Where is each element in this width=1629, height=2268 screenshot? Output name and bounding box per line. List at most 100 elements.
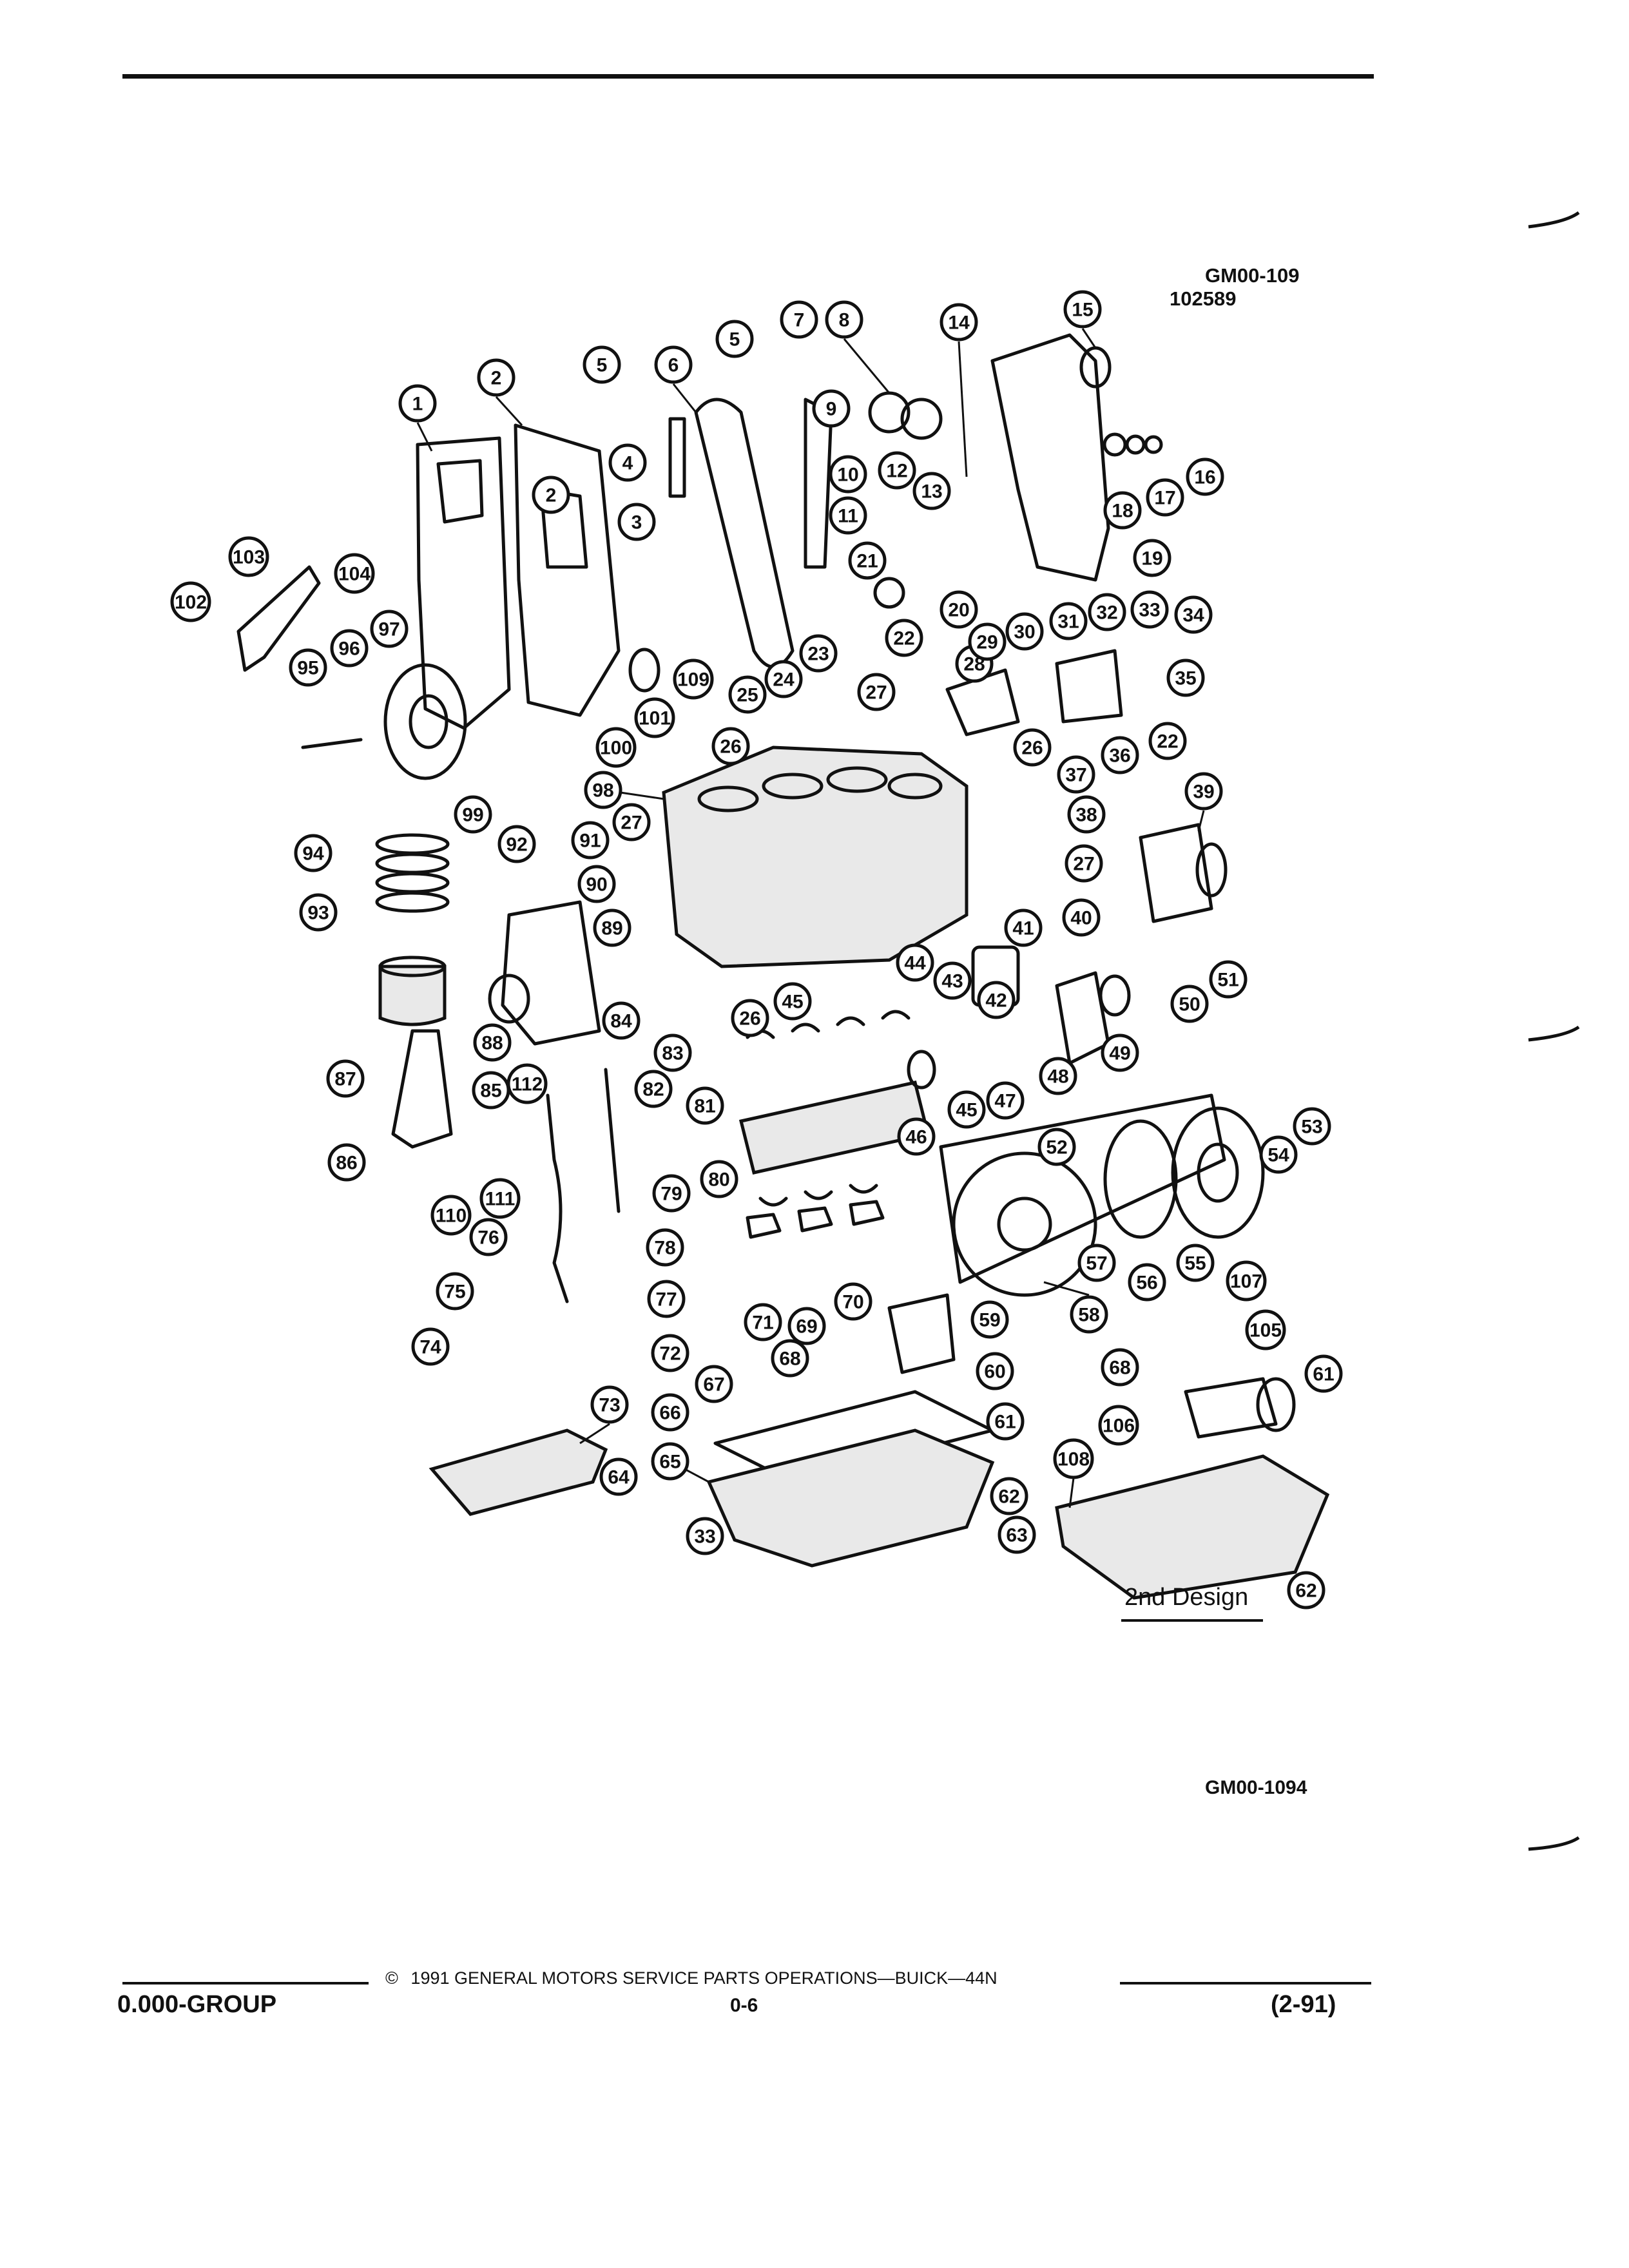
callout-circle [834, 1282, 872, 1321]
callout-circle [327, 1143, 366, 1182]
callout-16: 16 [1186, 457, 1224, 496]
callout-43: 43 [933, 961, 972, 1000]
callout-number: 64 [608, 1467, 630, 1488]
oil-pump-body [887, 1293, 956, 1374]
callout-circle [1077, 1244, 1116, 1282]
main-bearing-upper [791, 1023, 820, 1033]
callout-number: 27 [865, 682, 887, 704]
oil-pump-pulley [488, 974, 530, 1024]
copyright-symbol: © [385, 1968, 398, 1988]
callout-number: 44 [904, 953, 926, 974]
callout-34: 34 [1174, 595, 1213, 634]
callout-circle [848, 541, 887, 580]
callout-circle [1133, 539, 1171, 577]
callout-47: 47 [986, 1081, 1025, 1120]
copyright-text: 1991 GENERAL MOTORS SERVICE PARTS OPERAT… [410, 1968, 998, 1988]
callout-circle [998, 1515, 1036, 1554]
callout-circle [1184, 772, 1223, 811]
callout-number: 68 [1109, 1358, 1130, 1379]
callout-number: 62 [1295, 1581, 1316, 1602]
callout-number: 47 [994, 1091, 1016, 1112]
callout-7: 7 [780, 300, 818, 339]
callout-106: 106 [1098, 1405, 1139, 1446]
callout-number: 70 [842, 1292, 863, 1313]
pulley-bolt [301, 738, 363, 749]
callout-circle [686, 1517, 724, 1555]
callout-27: 27 [612, 803, 651, 841]
callout-number: 13 [921, 481, 942, 503]
callout-number: 6 [668, 355, 679, 376]
callout-39: 39 [1184, 772, 1223, 811]
callout-number: 22 [893, 628, 914, 649]
callout-69: 69 [787, 1307, 826, 1345]
callout-82: 82 [634, 1070, 673, 1108]
engine-block [662, 745, 969, 968]
callout-number: 106 [1103, 1416, 1135, 1437]
callout-number: 26 [720, 736, 741, 758]
callout-circle [977, 981, 1016, 1019]
callout-86: 86 [327, 1143, 366, 1182]
bearing-cap [746, 1213, 782, 1239]
callout-number: 36 [1109, 745, 1130, 767]
callout-number: 4 [622, 453, 633, 474]
callout-number: 58 [1078, 1305, 1099, 1326]
callout-number: 7 [794, 310, 805, 331]
callout-circle [695, 1365, 733, 1403]
callout-41: 41 [1004, 908, 1043, 947]
oil-pickup-tube [546, 1093, 569, 1303]
seal-ring-17 [1125, 434, 1146, 455]
callout-52: 52 [1037, 1128, 1076, 1166]
callout-number: 75 [444, 1282, 465, 1303]
callout-circle [885, 619, 923, 657]
callout-number: 9 [826, 399, 837, 420]
callout-66: 66 [651, 1393, 689, 1432]
callout-number: 40 [1070, 908, 1092, 929]
callout-45: 45 [947, 1090, 986, 1129]
callout-105: 105 [1245, 1309, 1286, 1350]
callout-circle [608, 443, 647, 482]
figure-date-code: 102589 [1170, 287, 1237, 310]
timing-case [990, 333, 1110, 582]
callout-56: 56 [1128, 1263, 1166, 1302]
callout-99: 99 [454, 795, 492, 834]
callout-circle [986, 1081, 1025, 1120]
callout-68: 68 [1101, 1348, 1139, 1387]
callout-number: 35 [1175, 668, 1196, 689]
callout-number: 56 [1136, 1273, 1157, 1294]
callout-number: 83 [662, 1043, 683, 1064]
callout-circle [577, 865, 616, 903]
callout-61: 61 [1304, 1354, 1343, 1393]
callout-circle [829, 455, 867, 494]
callout-circle [436, 1272, 474, 1311]
callout-circle [787, 1307, 826, 1345]
cam-sprocket-right [900, 398, 943, 440]
callout-32: 32 [1088, 593, 1126, 631]
callout-number: 50 [1179, 994, 1200, 1015]
callout-104: 104 [334, 553, 375, 594]
leader [1043, 1281, 1090, 1296]
pressure-plate-center [1197, 1142, 1239, 1203]
callout-13: 13 [912, 472, 951, 510]
figure-id-top: GM00-109 [1205, 264, 1300, 287]
callout-50: 50 [1170, 985, 1209, 1023]
callout-80: 80 [700, 1160, 738, 1198]
callout-84: 84 [602, 1001, 641, 1040]
callout-number: 45 [956, 1100, 977, 1121]
callout-number: 53 [1301, 1117, 1322, 1138]
front-seal [628, 648, 660, 693]
callout-number: 105 [1249, 1320, 1282, 1341]
callout-circle [506, 1063, 548, 1104]
callout-number: 17 [1154, 488, 1175, 509]
callout-72: 72 [651, 1334, 689, 1372]
front-cover-window [436, 459, 484, 524]
callout-circle [299, 893, 338, 932]
callout-circle [700, 1160, 738, 1198]
callout-81: 81 [686, 1086, 724, 1125]
callout-circle [1166, 658, 1205, 697]
callout-circle [469, 1218, 508, 1256]
leader [958, 341, 968, 477]
callout-number: 33 [1139, 600, 1160, 621]
callout-67: 67 [695, 1365, 733, 1403]
callout-77: 77 [647, 1280, 686, 1318]
